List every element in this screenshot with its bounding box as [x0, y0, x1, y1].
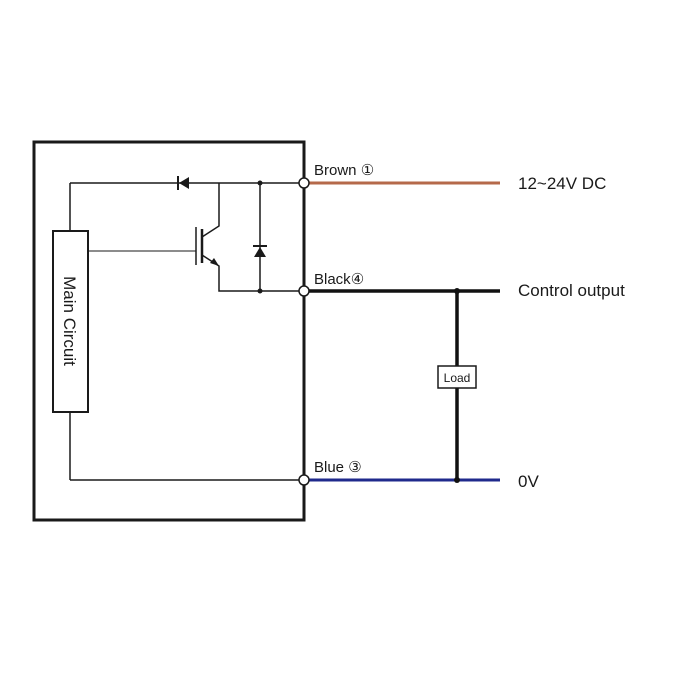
junction-dot — [454, 288, 460, 294]
series-diode-icon — [179, 177, 189, 189]
terminal-brown — [298, 177, 310, 189]
transistor-emitter — [201, 254, 304, 292]
supply-label: 12~24V DC — [518, 174, 606, 193]
load-box — [437, 365, 477, 389]
ground-label: 0V — [518, 472, 539, 491]
junction-dot — [454, 477, 460, 483]
blue-wire-label: Blue ③ — [314, 459, 362, 476]
black-wire-label: Black④ — [314, 271, 364, 288]
brown-wire-label: Brown ① — [314, 162, 374, 179]
junction-dot — [257, 288, 263, 294]
protection-diode-icon — [254, 247, 266, 257]
transistor-arrow-icon — [210, 258, 219, 266]
sensor-housing — [32, 140, 306, 522]
terminal-blue — [298, 474, 310, 486]
output-label: Control output — [518, 281, 625, 300]
main-circuit-label: Main Circuit — [60, 276, 79, 366]
transistor-collector — [201, 183, 220, 238]
load-label: Load — [444, 371, 471, 385]
terminal-black — [298, 285, 310, 297]
junction-dot — [257, 180, 263, 186]
